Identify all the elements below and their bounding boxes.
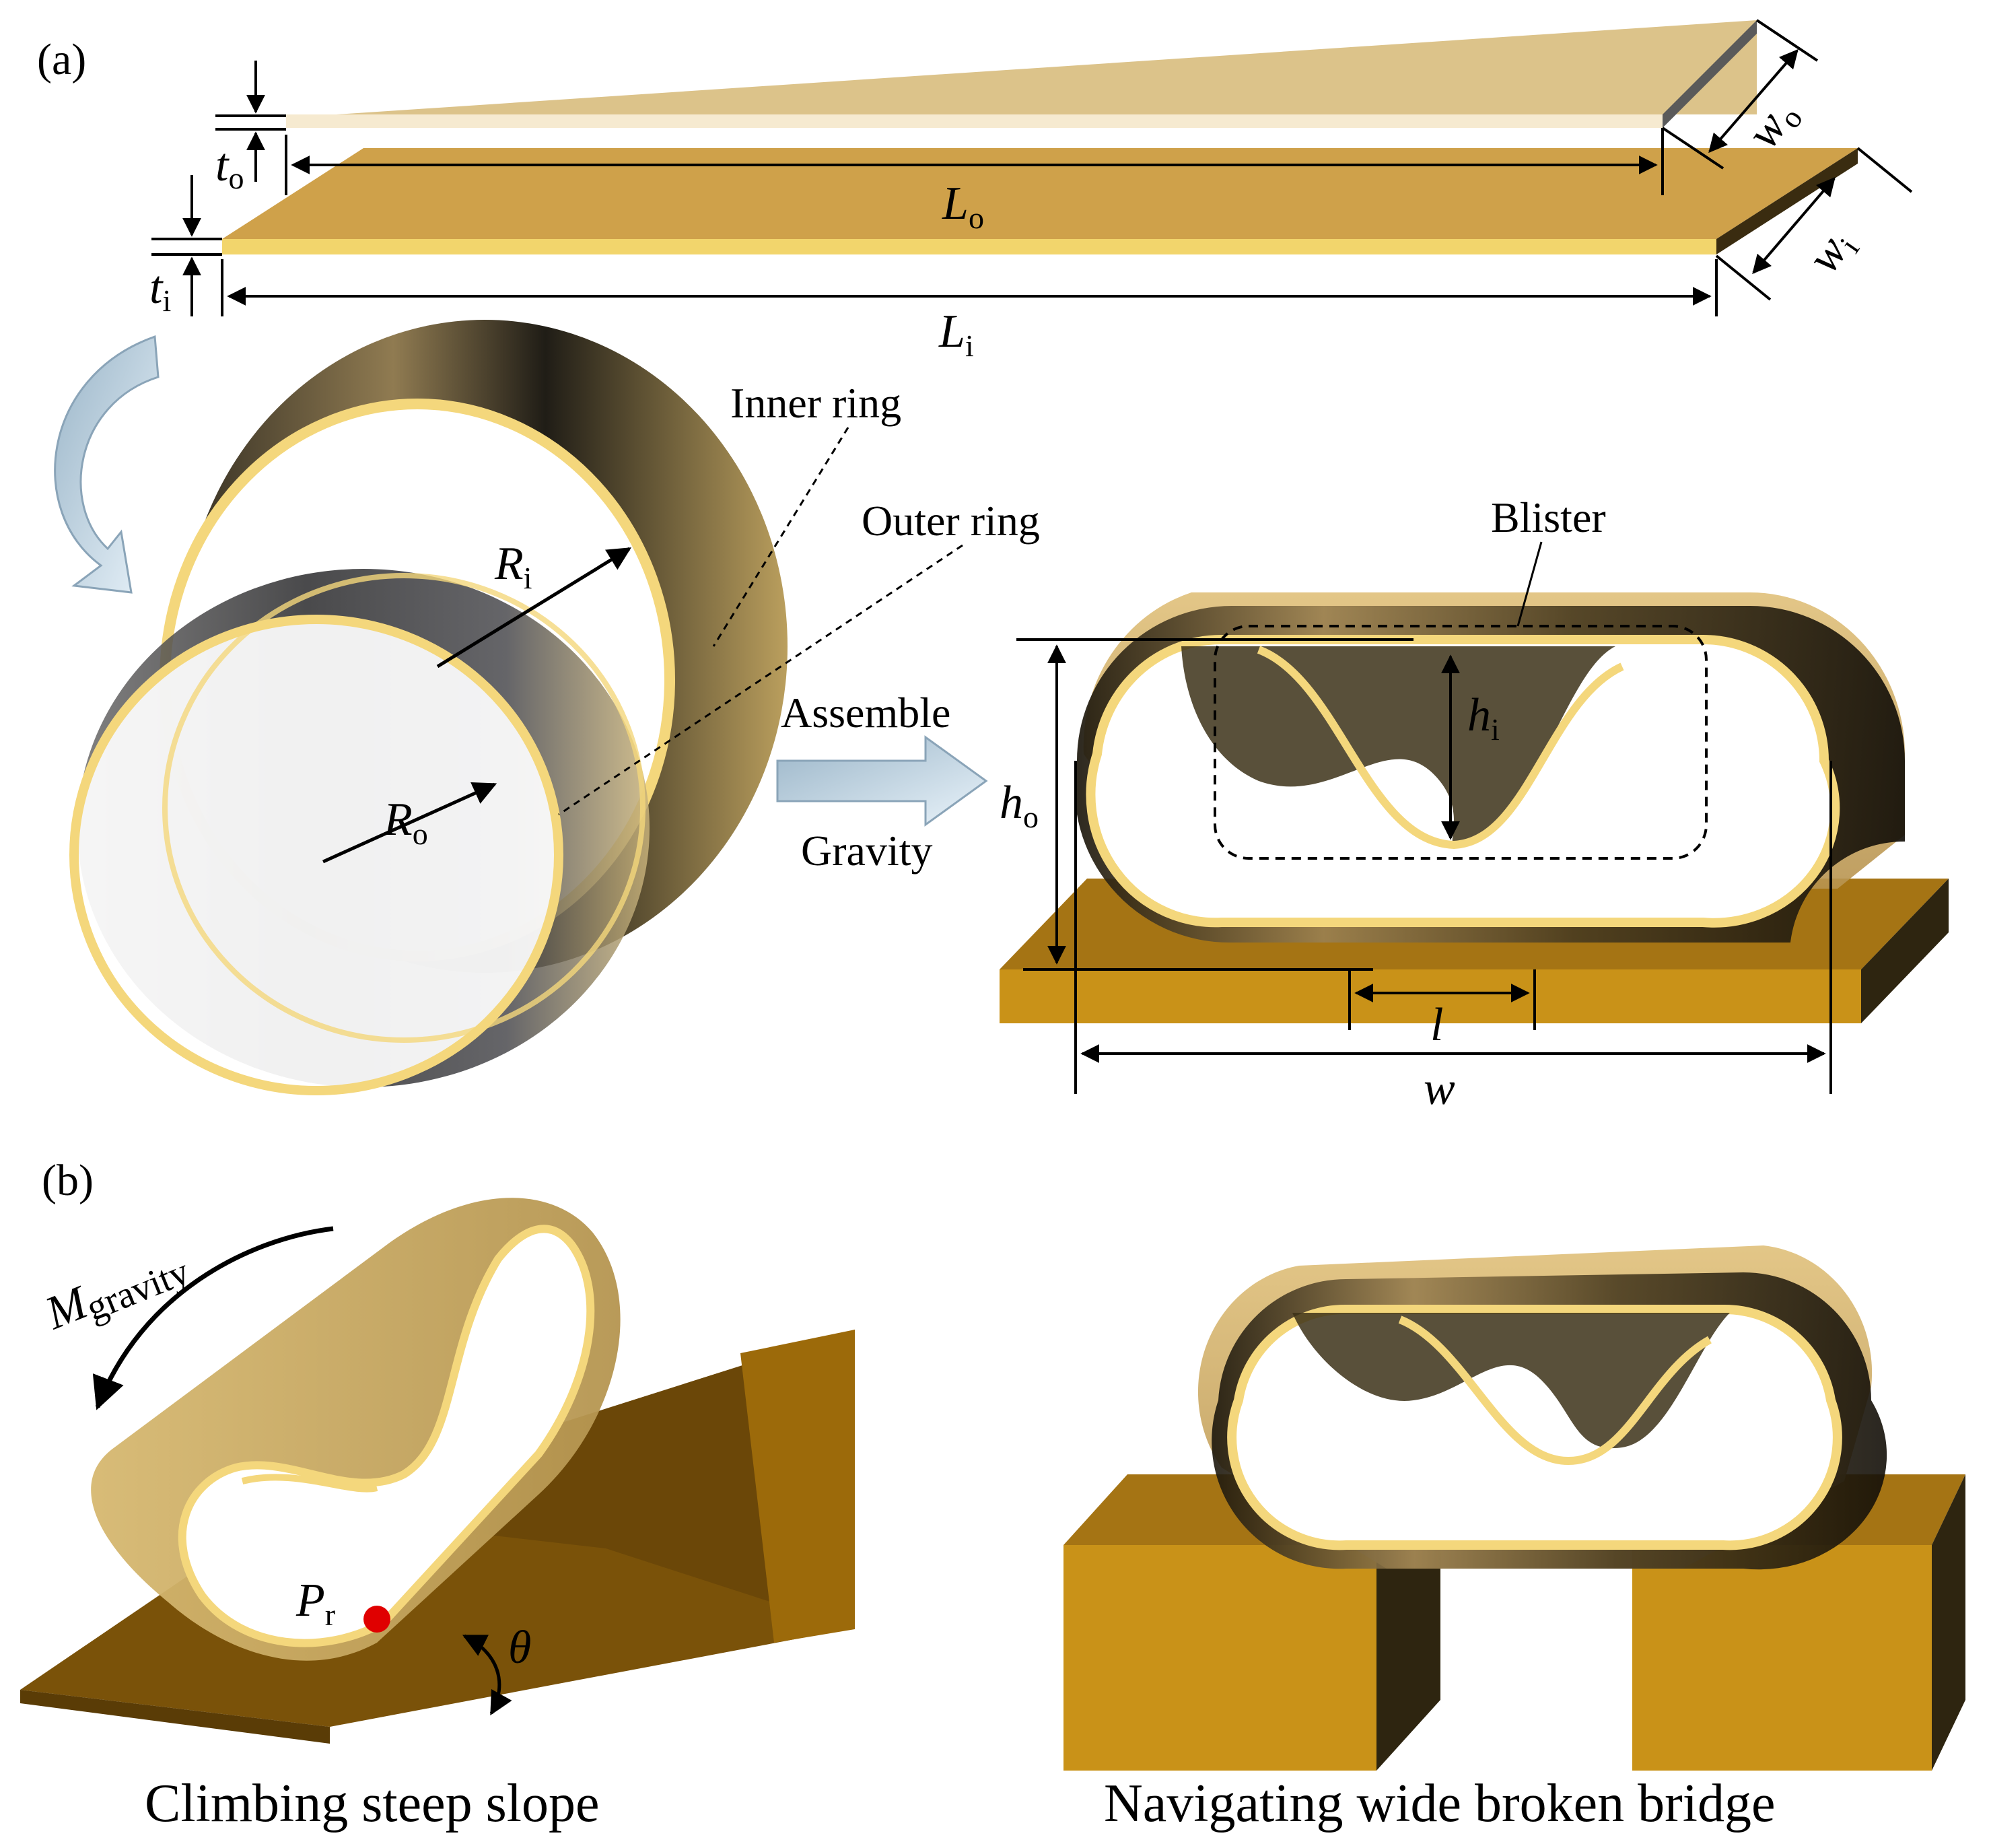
overall-width-dimension: w <box>1074 761 1832 1115</box>
assemble-label: Assemble <box>781 689 950 737</box>
t-outer-dimension: to <box>215 61 286 195</box>
moment-label: Mgravity <box>38 1237 195 1344</box>
caption-climbing: Climbing steep slope <box>145 1774 600 1833</box>
svg-text:l: l <box>1430 999 1443 1051</box>
rolling-curved-arrow <box>54 335 160 594</box>
contact-point-label: Pr <box>295 1575 335 1632</box>
outer-ring <box>69 569 650 1095</box>
assemble-arrow <box>776 735 988 827</box>
svg-text:ho: ho <box>1000 777 1039 834</box>
r-outer-arrow <box>322 782 497 864</box>
l-inner-dimension: Li <box>221 259 1718 363</box>
blister-length-dimension: l <box>1348 969 1536 1051</box>
svg-text:ti: ti <box>149 262 171 318</box>
t-inner-dimension: ti <box>149 175 222 318</box>
bridge-loop <box>1197 1245 1887 1570</box>
r-outer-label: Ro <box>383 794 428 851</box>
svg-text:to: to <box>215 139 244 195</box>
h-outer-dimension: ho <box>1000 638 1414 971</box>
inner-ring-leader <box>712 427 849 647</box>
angle-arrow <box>462 1634 512 1716</box>
panel-a-label: (a) <box>37 35 86 84</box>
caption-bridge: Navigating wide broken bridge <box>1104 1774 1776 1833</box>
blister-leader <box>1516 541 1543 627</box>
l-outer-dimension: Lo <box>285 128 1664 235</box>
r-inner-label: Ri <box>494 538 532 595</box>
svg-text:wi: wi <box>1797 219 1866 284</box>
svg-text:Lo: Lo <box>942 178 984 235</box>
svg-text:w: w <box>1424 1063 1455 1115</box>
assembled-loop <box>1074 592 1905 943</box>
outer-strip <box>286 20 1757 128</box>
outer-ring-label: Outer ring <box>862 497 1040 545</box>
moment-arrow <box>92 1226 334 1410</box>
blister-label: Blister <box>1491 493 1606 541</box>
contact-point-marker <box>363 1606 390 1633</box>
r-inner-arrow <box>436 547 631 669</box>
svg-text:Li: Li <box>938 306 974 363</box>
panel-b-label: (b) <box>42 1156 94 1205</box>
h-inner-label: hi <box>1467 689 1500 747</box>
gravity-label: Gravity <box>801 827 933 875</box>
angle-label: θ <box>508 1622 531 1674</box>
outer-ring-leader <box>558 544 963 816</box>
inner-ring-label: Inner ring <box>730 379 901 427</box>
blister-box <box>1214 625 1708 860</box>
